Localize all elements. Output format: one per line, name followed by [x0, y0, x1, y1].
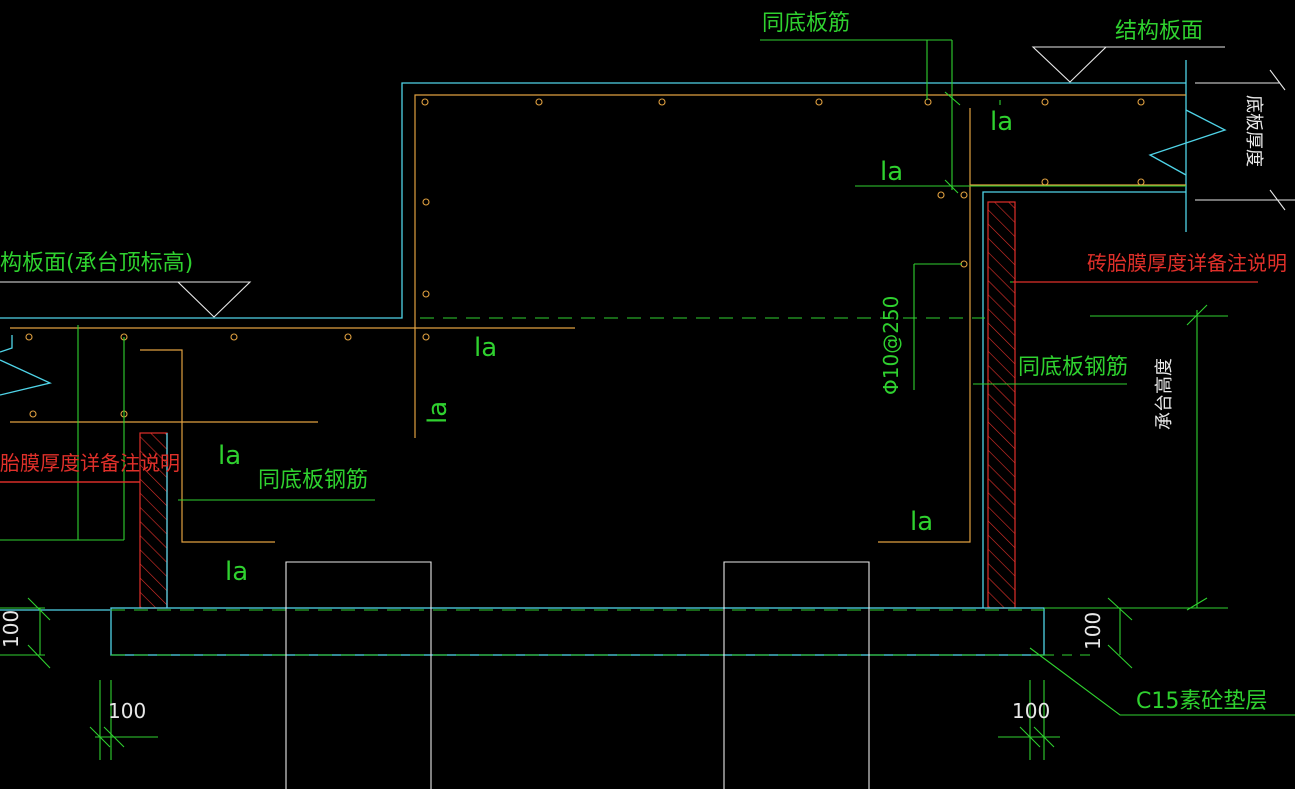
dashed-lines [111, 317, 1090, 656]
label-la-4: la [474, 333, 497, 363]
rebar-lines [10, 94, 1186, 543]
label-structure-top-right: 结构板面 [1115, 19, 1203, 44]
label-top-bottom-bar: 同底板筋 [762, 11, 850, 36]
label-cushion: C15素砼垫层 [1136, 689, 1267, 714]
label-la-3: la [910, 507, 933, 537]
brick-wall-right [987, 201, 1016, 609]
label-rebar-spec: Φ10@250 [879, 296, 903, 395]
label-slab-thickness: 底板厚度 [1243, 95, 1264, 167]
label-la-6: la [218, 441, 241, 471]
label-la-1: la [990, 107, 1013, 137]
label-same-bottom-bar-left: 同底板钢筋 [258, 468, 368, 493]
label-la-7: la [225, 557, 248, 587]
concrete-outline [0, 60, 1227, 656]
rebar-dots [25, 98, 1145, 418]
dim-100-right-bottom: 100 [1012, 699, 1050, 723]
dim-100-left-bottom: 100 [108, 699, 146, 723]
elevation-markers [0, 46, 1295, 318]
label-structure-left: 构板面(承台顶标高) [0, 251, 193, 276]
label-brick-note-left: 胎膜厚度详备注说明 [0, 451, 180, 475]
brick-wall-left [139, 432, 168, 609]
label-cap-height: 承台高度 [1154, 358, 1175, 430]
label-brick-note-right: 砖胎膜厚度详备注说明 [1087, 251, 1287, 275]
label-la-5: la [423, 401, 453, 424]
dim-100-right-vertical: 100 [1081, 612, 1105, 650]
pile-outlines [285, 561, 870, 789]
label-same-bottom-bar-right: 同底板钢筋 [1018, 355, 1128, 380]
label-la-2: la [880, 157, 903, 187]
leader-lines [0, 39, 1295, 760]
dim-100-left-vertical: 100 [0, 610, 23, 648]
